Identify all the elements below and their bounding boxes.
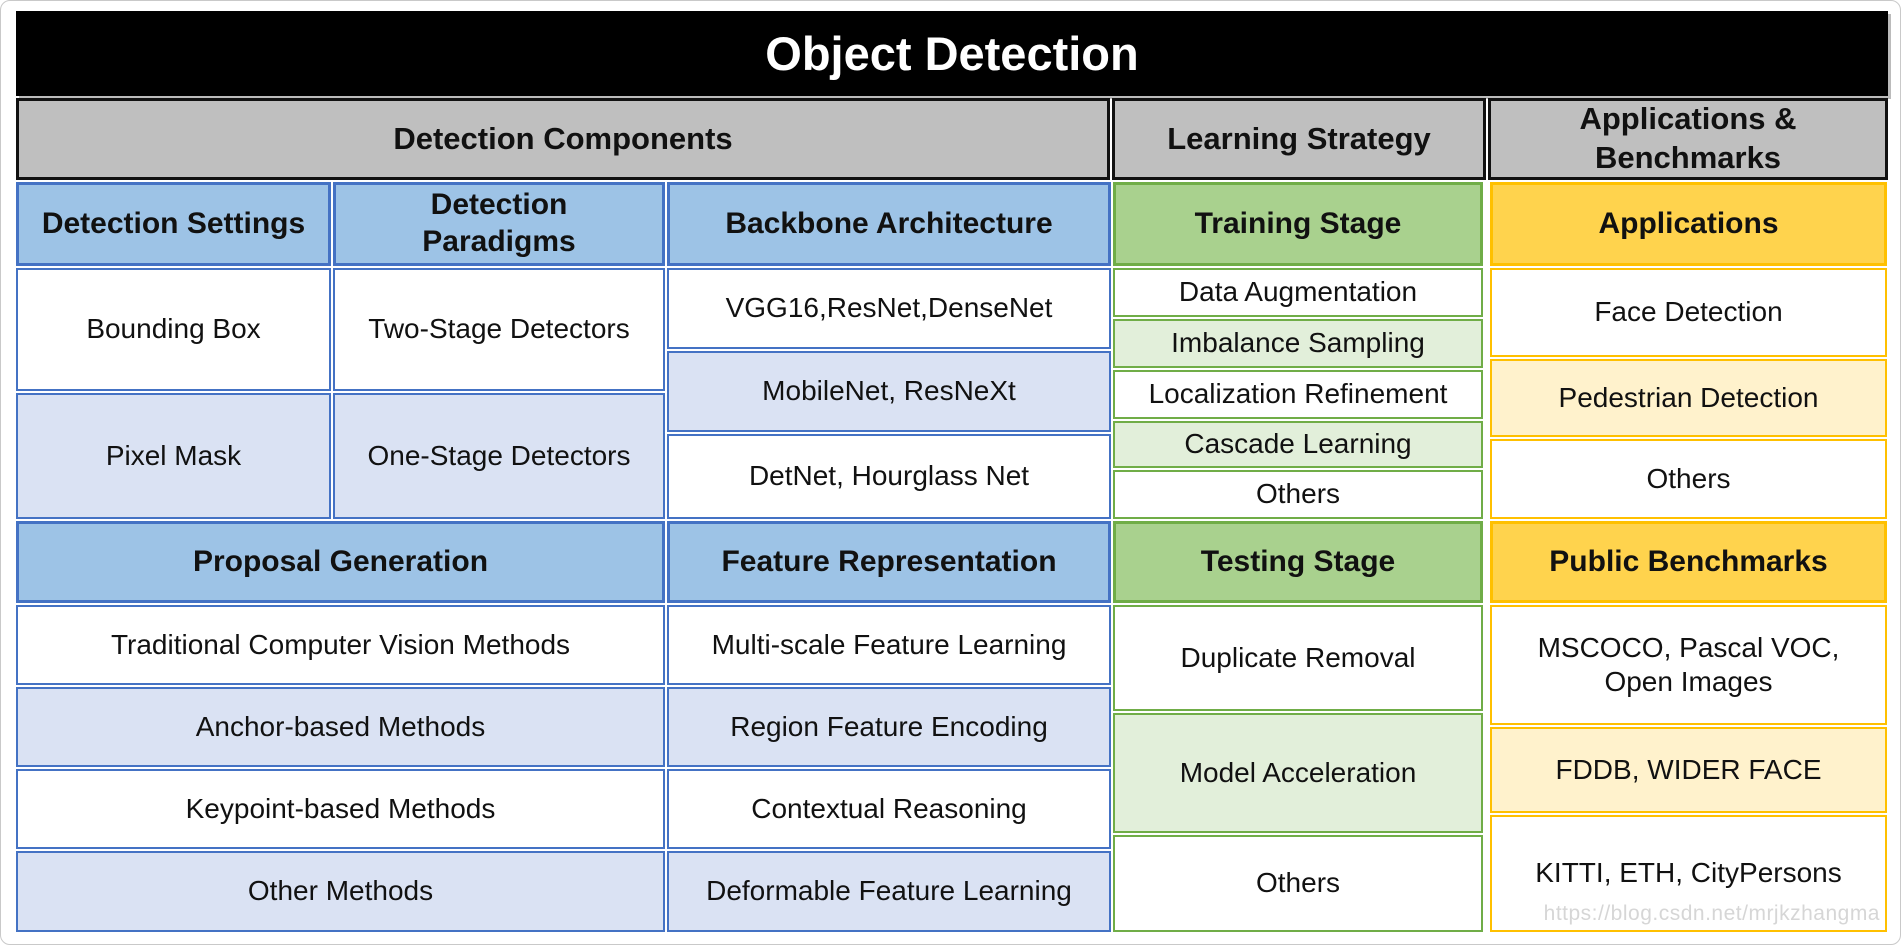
cell-detection-paradigms-0: Two-Stage Detectors <box>333 268 665 391</box>
cell-feature-representation-2: Contextual Reasoning <box>667 769 1111 849</box>
cell-testing-stage-0: Duplicate Removal <box>1113 605 1483 711</box>
cell-detection-settings-0: Bounding Box <box>16 268 331 391</box>
cell-proposal-generation-3: Other Methods <box>16 851 665 932</box>
column-header-backbone-architecture: Backbone Architecture <box>667 182 1111 266</box>
cell-testing-stage-2: Others <box>1113 835 1483 932</box>
diagram-title: Object Detection <box>16 11 1888 96</box>
column-header-proposal-generation: Proposal Generation <box>16 521 665 603</box>
group-header-detection-components: Detection Components <box>16 98 1110 180</box>
cell-feature-representation-0: Multi-scale Feature Learning <box>667 605 1111 685</box>
cell-training-stage-4: Others <box>1113 470 1483 519</box>
cell-backbone-architecture-0: VGG16,ResNet,DenseNet <box>667 268 1111 349</box>
group-header-learning-strategy: Learning Strategy <box>1112 98 1486 180</box>
column-header-training-stage: Training Stage <box>1113 182 1483 266</box>
cell-training-stage-0: Data Augmentation <box>1113 268 1483 317</box>
column-header-applications: Applications <box>1490 182 1887 266</box>
cell-detection-settings-1: Pixel Mask <box>16 393 331 519</box>
cell-proposal-generation-2: Keypoint-based Methods <box>16 769 665 849</box>
cell-proposal-generation-0: Traditional Computer Vision Methods <box>16 605 665 685</box>
column-header-detection-paradigms: Detection Paradigms <box>333 182 665 266</box>
cell-applications-1: Pedestrian Detection <box>1490 359 1887 437</box>
cell-applications-2: Others <box>1490 439 1887 519</box>
cell-feature-representation-3: Deformable Feature Learning <box>667 851 1111 932</box>
cell-testing-stage-1: Model Acceleration <box>1113 713 1483 833</box>
cell-public-benchmarks-2: KITTI, ETH, CityPersons <box>1490 815 1887 932</box>
cell-training-stage-1: Imbalance Sampling <box>1113 319 1483 368</box>
cell-feature-representation-1: Region Feature Encoding <box>667 687 1111 767</box>
cell-public-benchmarks-1: FDDB, WIDER FACE <box>1490 727 1887 813</box>
cell-training-stage-3: Cascade Learning <box>1113 421 1483 468</box>
column-header-public-benchmarks: Public Benchmarks <box>1490 521 1887 603</box>
cell-detection-paradigms-1: One-Stage Detectors <box>333 393 665 519</box>
column-header-detection-settings: Detection Settings <box>16 182 331 266</box>
cell-backbone-architecture-2: DetNet, Hourglass Net <box>667 434 1111 519</box>
cell-proposal-generation-1: Anchor-based Methods <box>16 687 665 767</box>
cell-training-stage-2: Localization Refinement <box>1113 370 1483 419</box>
cell-public-benchmarks-0: MSCOCO, Pascal VOC, Open Images <box>1490 605 1887 725</box>
cell-applications-0: Face Detection <box>1490 268 1887 357</box>
cell-backbone-architecture-1: MobileNet, ResNeXt <box>667 351 1111 432</box>
group-header-applications-benchmarks: Applications & Benchmarks <box>1488 98 1888 180</box>
column-header-feature-representation: Feature Representation <box>667 521 1111 603</box>
column-header-testing-stage: Testing Stage <box>1113 521 1483 603</box>
watermark-url: https://blog.csdn.net/mrjkzhangma <box>1543 902 1880 925</box>
